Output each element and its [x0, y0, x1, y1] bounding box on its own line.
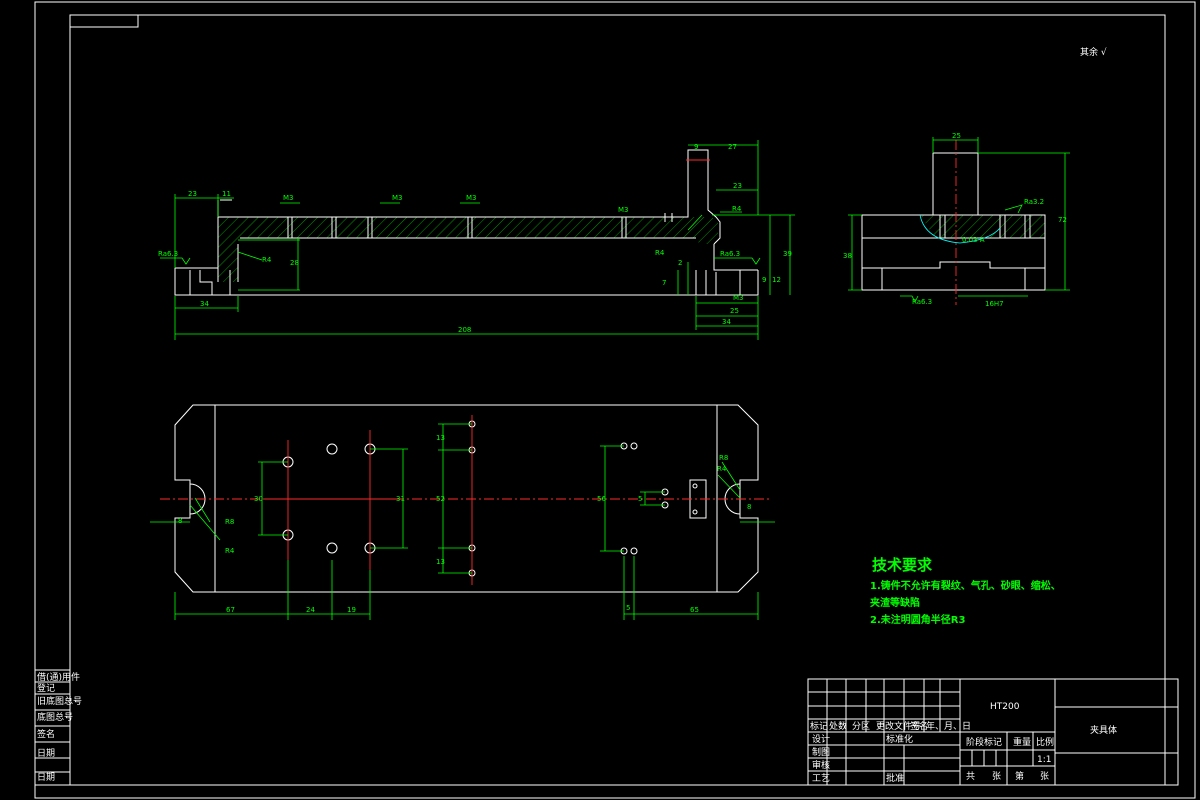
svg-text:M3: M3 [283, 194, 294, 202]
svg-text:34: 34 [200, 300, 209, 308]
svg-text:R8: R8 [225, 518, 234, 526]
top-view [150, 404, 775, 620]
svg-text:39: 39 [783, 250, 792, 258]
svg-text:M3: M3 [392, 194, 403, 202]
svg-text:R4: R4 [717, 465, 727, 473]
svg-text:72: 72 [1058, 216, 1067, 224]
svg-text:夹渣等缺陷: 夹渣等缺陷 [870, 596, 920, 609]
svg-text:9: 9 [694, 143, 698, 151]
svg-text:8: 8 [178, 517, 182, 525]
svg-text:共: 共 [966, 771, 975, 782]
svg-text:Ra6.3: Ra6.3 [158, 250, 178, 258]
svg-text:工艺: 工艺 [812, 773, 830, 784]
svg-text:25: 25 [730, 307, 739, 315]
front-hatch [218, 217, 718, 282]
svg-text:处数: 处数 [829, 720, 847, 732]
title-block: HT200 夹具体 标记 处数 分区 更改文件号 签名 年、月、日 设计 标准化… [807, 678, 1179, 786]
svg-text:31: 31 [396, 495, 405, 503]
svg-text:28: 28 [290, 259, 299, 267]
svg-text:27: 27 [728, 143, 737, 151]
svg-text:Ra6.3: Ra6.3 [912, 298, 932, 306]
svg-text:日期: 日期 [37, 748, 55, 759]
svg-text:9: 9 [762, 276, 766, 284]
svg-text:R8: R8 [719, 454, 728, 462]
svg-text:1.铸件不允许有裂纹、气孔、砂眼、缩松、: 1.铸件不允许有裂纹、气孔、砂眼、缩松、 [870, 579, 1061, 592]
svg-text:11: 11 [222, 190, 231, 198]
svg-text:1:1: 1:1 [1037, 755, 1051, 765]
left-side-block: 借(通)用件 登记 旧底图总号 底图总号 签名 日期 日期 [34, 669, 82, 786]
svg-text:HT200: HT200 [990, 702, 1020, 712]
svg-text:R4: R4 [262, 256, 272, 264]
svg-text:30: 30 [254, 495, 263, 503]
svg-text:借(通)用件: 借(通)用件 [37, 671, 80, 683]
svg-text:38: 38 [843, 252, 852, 260]
svg-text:比例: 比例 [1036, 736, 1054, 748]
svg-text:第: 第 [1015, 770, 1024, 782]
svg-text:M3: M3 [466, 194, 477, 202]
svg-text:制图: 制图 [812, 746, 830, 758]
svg-text:R4: R4 [225, 547, 235, 555]
svg-text:0.03 A: 0.03 A [962, 236, 985, 244]
svg-text:重量: 重量 [1013, 736, 1031, 748]
svg-text:批准: 批准 [886, 772, 904, 784]
svg-text:签名: 签名 [37, 728, 55, 740]
svg-text:2.未注明圆角半径R3: 2.未注明圆角半径R3 [870, 613, 965, 626]
svg-text:旧底图总号: 旧底图总号 [37, 695, 82, 707]
holes [282, 420, 698, 577]
svg-text:24: 24 [306, 606, 315, 614]
top-dim-labels: R8 R4 8 R8 R4 8 30 31 52 13 13 56 5 5 67… [178, 434, 751, 614]
side-dim-labels: 25 72 38 Ra3.2 Ra6.3 16H7 0.03 A [843, 132, 1067, 308]
svg-text:技术要求: 技术要求 [872, 556, 933, 574]
roughness-corner-note: 其余 √ [1080, 46, 1107, 58]
svg-text:208: 208 [458, 326, 471, 334]
svg-text:65: 65 [690, 606, 699, 614]
svg-text:52: 52 [436, 495, 445, 503]
side-view [848, 137, 1070, 305]
svg-text:2: 2 [678, 259, 682, 267]
svg-text:R4: R4 [732, 205, 742, 213]
svg-text:设计: 设计 [812, 733, 830, 745]
svg-text:19: 19 [347, 606, 356, 614]
svg-text:13: 13 [436, 558, 445, 566]
svg-text:分区: 分区 [852, 721, 870, 732]
svg-text:更改文件号: 更改文件号 [876, 720, 921, 732]
svg-text:8: 8 [747, 503, 751, 511]
svg-text:M3: M3 [618, 206, 629, 214]
svg-text:标记: 标记 [810, 720, 828, 732]
svg-text:23: 23 [733, 182, 742, 190]
svg-text:张: 张 [1040, 771, 1049, 782]
svg-text:日期: 日期 [37, 772, 55, 783]
svg-text:Ra6.3: Ra6.3 [720, 250, 740, 258]
svg-text:底图总号: 底图总号 [37, 711, 73, 723]
svg-text:25: 25 [952, 132, 961, 140]
svg-text:12: 12 [772, 276, 781, 284]
svg-text:13: 13 [436, 434, 445, 442]
svg-text:阶段标记: 阶段标记 [966, 736, 1002, 748]
svg-text:登记: 登记 [37, 683, 55, 694]
svg-text:16H7: 16H7 [985, 300, 1004, 308]
svg-text:年、月、日: 年、月、日 [926, 720, 971, 732]
front-section-view [160, 140, 795, 340]
technical-requirements: 技术要求 1.铸件不允许有裂纹、气孔、砂眼、缩松、 夹渣等缺陷 2.未注明圆角半… [870, 556, 1061, 626]
svg-text:标准化: 标准化 [886, 733, 913, 745]
svg-text:审核: 审核 [812, 759, 830, 771]
svg-text:34: 34 [722, 318, 731, 326]
svg-text:签名: 签名 [910, 720, 928, 732]
svg-text:张: 张 [992, 771, 1001, 782]
svg-text:56: 56 [597, 495, 606, 503]
svg-text:23: 23 [188, 190, 197, 198]
svg-text:夹具体: 夹具体 [1090, 724, 1117, 736]
svg-text:5: 5 [626, 604, 630, 612]
svg-text:R4: R4 [655, 249, 665, 257]
sheet-border [34, 1, 1196, 799]
svg-text:7: 7 [662, 279, 666, 287]
svg-text:67: 67 [226, 606, 235, 614]
front-dim-labels: 23 11 M3 M3 M3 M3 9 27 23 R4 R4 R4 28 2 … [158, 143, 792, 334]
svg-text:5: 5 [638, 495, 642, 503]
svg-text:Ra3.2: Ra3.2 [1024, 198, 1044, 206]
svg-text:M3: M3 [733, 294, 744, 302]
